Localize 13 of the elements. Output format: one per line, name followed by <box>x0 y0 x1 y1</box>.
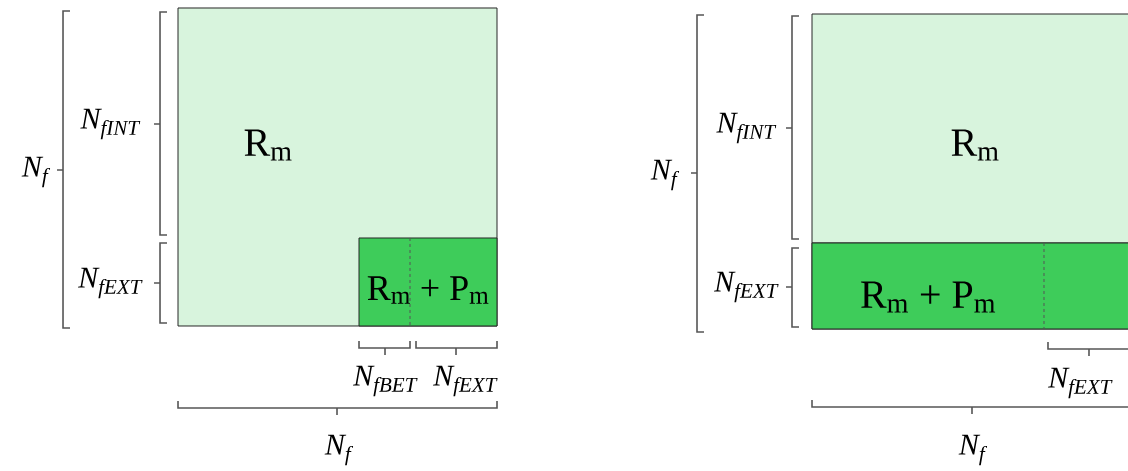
dimension-label: N$_{f}$ <box>650 159 680 191</box>
shaded-block: R$_{m}$ + P$_{m}$ <box>358 237 498 327</box>
dimension-label: N$_{f}$ <box>324 434 354 466</box>
dimension-label: N$_{f}$ <box>958 434 988 466</box>
dimension-label: N$_{fBET}$ <box>352 365 418 397</box>
dimension-label: N$_{f}$ <box>21 156 51 188</box>
dimension-label: N$_{fINT}$ <box>80 108 141 140</box>
dimension-label: N$_{fEXT}$ <box>713 271 779 303</box>
dimension-label: N$_{fEXT}$ <box>1047 367 1113 399</box>
shaded-block: R$_{m}$ + P$_{m}$ <box>811 242 1128 330</box>
dimension-label: N$_{fEXT}$ <box>432 365 498 397</box>
dimension-label: N$_{fINT}$ <box>716 112 777 144</box>
dimension-label: N$_{fEXT}$ <box>77 267 143 299</box>
